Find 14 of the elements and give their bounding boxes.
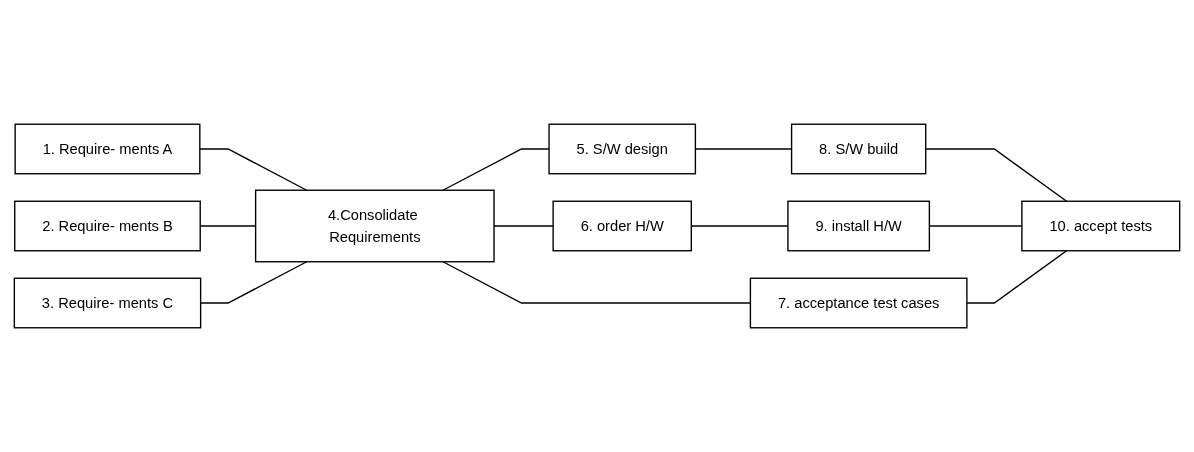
node-box: 8. S/W build [790,123,927,175]
node-box: 5. S/W design [548,123,697,175]
connector [442,148,550,191]
connector [966,250,1068,304]
node-box: 4.Consolidate Requirements [254,189,495,263]
connector [199,148,308,191]
node-box: 10. accept tests [1021,200,1181,252]
node-box: 3. Require- ments C [13,277,202,329]
connector [925,148,1068,202]
node-box: 7. acceptance test cases [749,277,968,329]
node-box: 1. Require- ments A [14,123,201,175]
node-box: 9. install H/W [787,200,931,252]
node-box: 2. Require- ments B [14,200,201,252]
node-box: 6. order H/W [552,200,692,252]
